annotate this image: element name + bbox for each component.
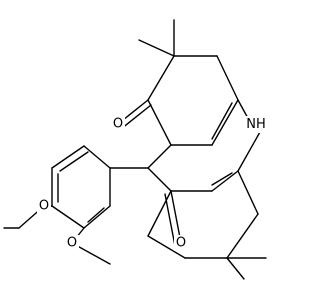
top-carbonyl-double-bond <box>120 104 152 130</box>
bond-layer <box>3 19 267 280</box>
methoxy-oxygen-label: O <box>67 236 77 251</box>
aryl-inner-upper-double-bond <box>59 151 89 172</box>
nh-label-background <box>244 116 268 133</box>
aryl-ring-lower-right-bond <box>83 205 111 229</box>
bottom-ring-right-bond <box>226 213 259 259</box>
methoxy-oxygen-label-background <box>65 235 79 251</box>
center-left-lower-bond <box>147 167 172 192</box>
top-gem-dimethyl-left-bond <box>138 39 175 57</box>
center-right-bond-2 <box>237 131 261 172</box>
top-carbonyl-oxygen-label: O <box>113 117 123 132</box>
top-oxygen-label-background <box>111 116 125 132</box>
bottom-carbonyl-bond <box>170 190 182 244</box>
top-carbonyl-oxygen-atom: O <box>111 116 125 132</box>
aryl-inner-lower-double-bond <box>87 207 105 223</box>
bottom-ring-lower-bond <box>147 235 186 259</box>
center-left-upper-bond <box>147 144 172 169</box>
ethoxy-oxygen-label-background <box>37 198 51 214</box>
bottom-ring-left-lower-bond <box>147 190 172 237</box>
top-right-ring-right-upper-bond <box>216 55 239 101</box>
nh-atom: NH <box>244 116 268 133</box>
center-bottom-double-bond <box>211 170 239 192</box>
atom-label-layer: NH O O O O <box>37 116 268 251</box>
bottom-carbonyl-oxygen-atom: O <box>174 235 188 251</box>
top-right-ring-shared-double-inner-bond <box>211 102 233 140</box>
aryl-ring-top-bond <box>83 145 111 169</box>
bottom-carbonyl-oxygen-label: O <box>176 236 186 251</box>
ethoxy-oxygen-atom: O <box>37 198 51 214</box>
bottom-gem-dimethyl-down-bond <box>226 257 245 280</box>
ethoxy-oxygen-label: O <box>39 199 49 214</box>
bottom-ring-right-upper-bond <box>237 170 259 215</box>
nh-label: NH <box>246 117 266 132</box>
top-right-ring-upper-left-bond <box>147 55 175 101</box>
top-right-ring-shared-upper-bond <box>147 99 172 146</box>
aryl-ring-lower-left-bond <box>51 205 85 229</box>
aryl-ring-upper-left-bond <box>51 145 85 169</box>
bottom-oxygen-label-background <box>174 235 188 251</box>
top-right-ring-shared-double-bond <box>211 99 239 146</box>
bottom-carbonyl-double-bond <box>164 193 176 247</box>
methoxy-oxygen-atom: O <box>65 235 79 251</box>
center-bottom-double-inner-bond <box>211 172 233 186</box>
